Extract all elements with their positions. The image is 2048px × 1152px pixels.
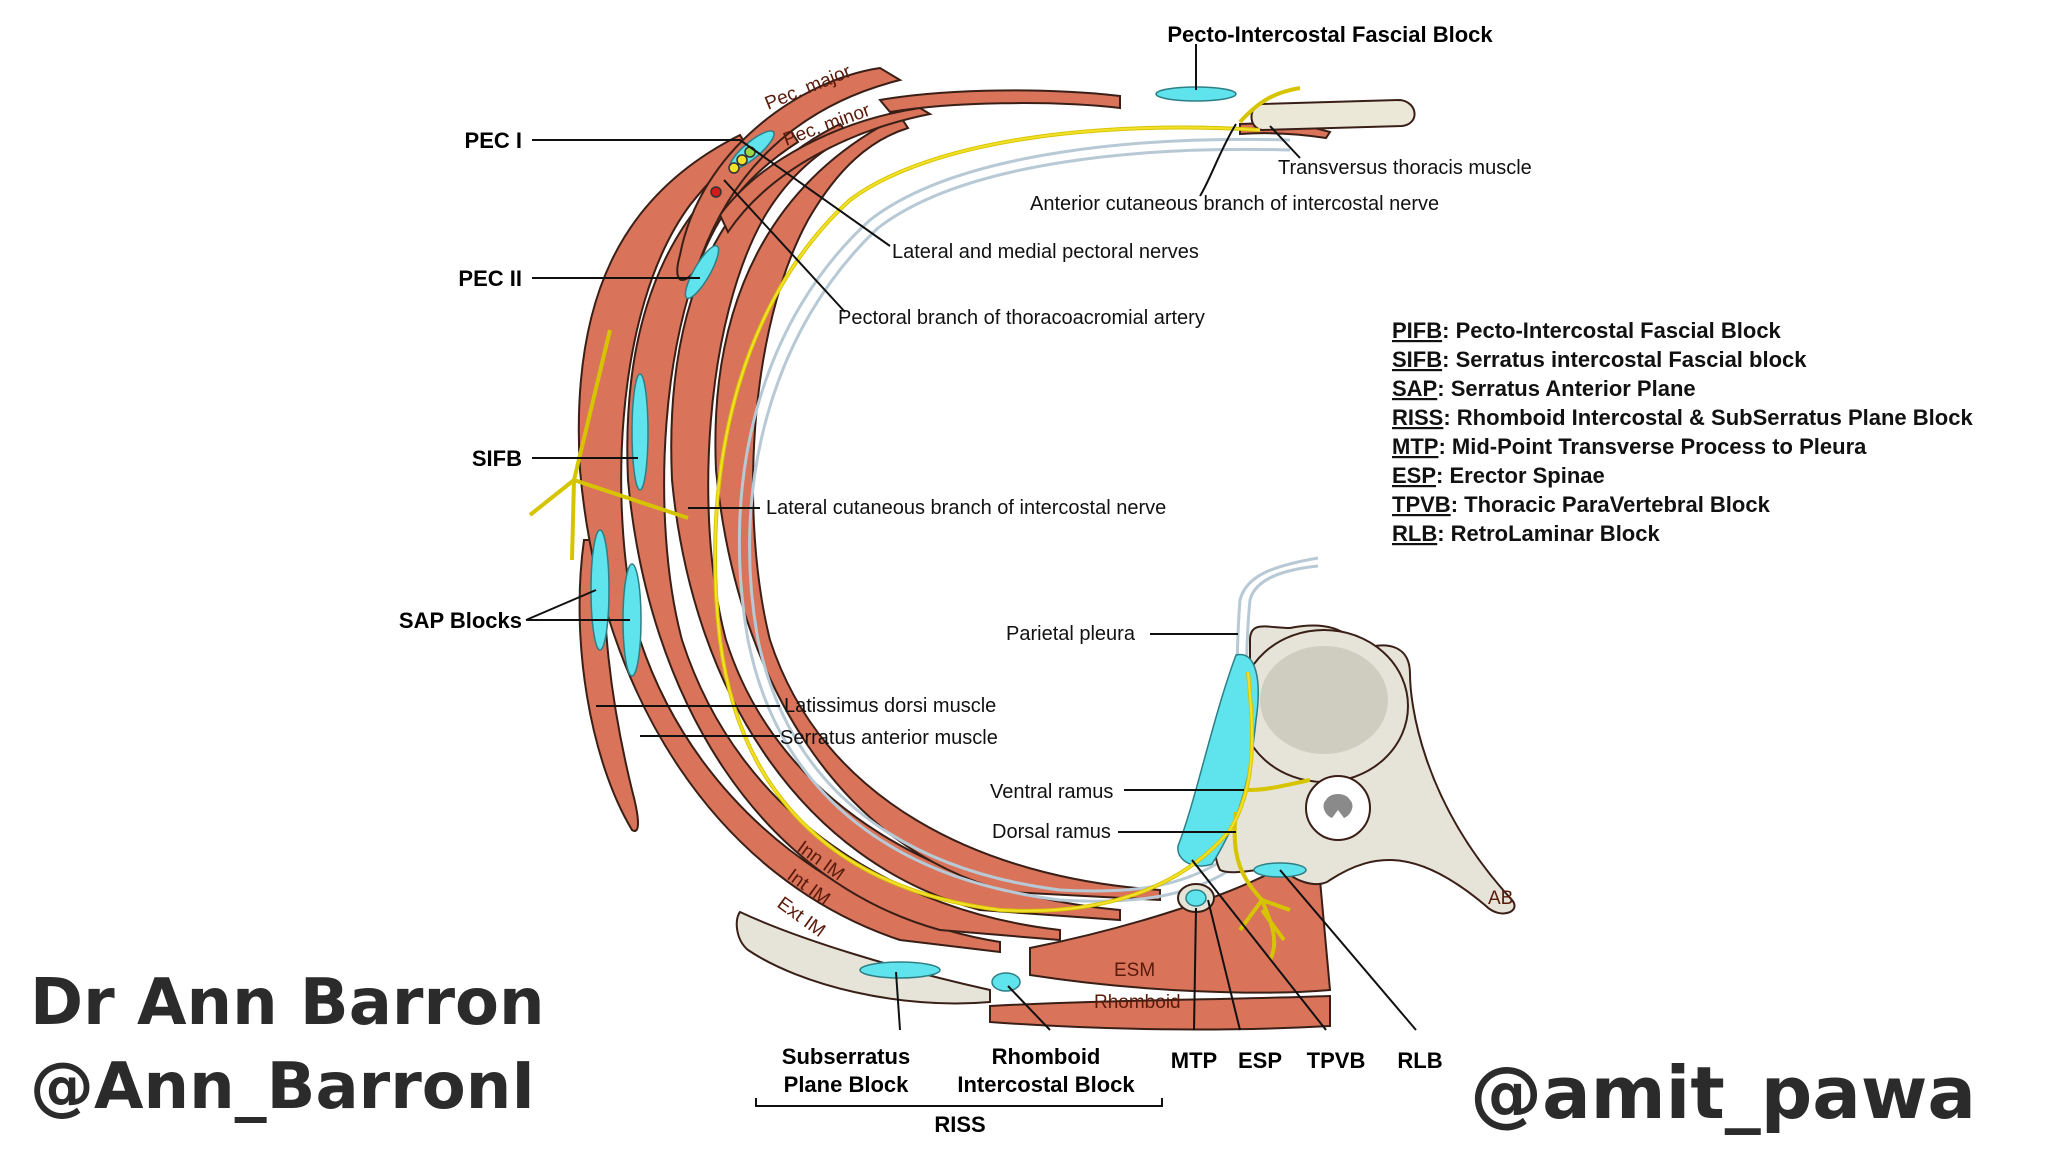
sifb-label: SIFB bbox=[472, 446, 522, 471]
legend-item: ESP: Erector Spinae bbox=[1392, 463, 1605, 488]
serratus-label: Serratus anterior muscle bbox=[780, 727, 998, 749]
riss-label: RISS bbox=[934, 1112, 985, 1137]
legend-item: MTP: Mid-Point Transverse Process to Ple… bbox=[1392, 434, 1867, 459]
nerve-glow bbox=[714, 126, 1261, 912]
tpvb-label: TPVB bbox=[1307, 1048, 1366, 1073]
amit-handle: @amit_pawa bbox=[1470, 1051, 1976, 1135]
legend-item: RISS: Rhomboid Intercostal & SubSerratus… bbox=[1392, 405, 1973, 430]
transversus-label: Transversus thoracis muscle bbox=[1278, 157, 1532, 179]
pectoral-nerve-dot bbox=[728, 162, 740, 174]
pec1-label: PEC I bbox=[465, 128, 522, 153]
legend-item: SAP: Serratus Anterior Plane bbox=[1392, 376, 1696, 401]
dorsal-ramus-label: Dorsal ramus bbox=[992, 821, 1111, 843]
dorsal-ramus bbox=[1232, 811, 1277, 961]
pectoral-nerve-branch bbox=[528, 478, 576, 517]
legend-item: TPVB: Thoracic ParaVertebral Block bbox=[1392, 492, 1771, 517]
esm-label: ESM bbox=[1114, 960, 1155, 981]
subserratus-area bbox=[859, 961, 941, 979]
anterior-cutaneous-label: Anterior cutaneous branch of intercostal… bbox=[1030, 193, 1439, 215]
mtp-label: MTP bbox=[1171, 1048, 1217, 1073]
sternal-intercostal-band bbox=[878, 89, 1121, 114]
leader-lines bbox=[525, 44, 1417, 1107]
author-handle: @Ann_BarronI bbox=[30, 1050, 535, 1124]
sifb-area bbox=[631, 373, 649, 491]
author-name: Dr Ann Barron bbox=[30, 966, 545, 1040]
legend-item: SIFB: Serratus intercostal Fascial block bbox=[1392, 347, 1807, 372]
subserratus-label-line2: Plane Block bbox=[784, 1072, 909, 1097]
mtp-area bbox=[1185, 889, 1207, 907]
parietal-pleura-label: Parietal pleura bbox=[1006, 623, 1136, 645]
pec2-area bbox=[684, 244, 720, 300]
artist-initials: AB bbox=[1488, 888, 1513, 909]
diagram-title: Pecto-Intercostal Fascial Block bbox=[1167, 22, 1493, 47]
vertebral-body-cancellous bbox=[1260, 646, 1388, 754]
pectoral-artery-label: Pectoral branch of thoracoacromial arter… bbox=[838, 307, 1205, 329]
pectoral-nerves-label: Lateral and medial pectoral nerves bbox=[892, 241, 1199, 263]
legend-item: PIFB: Pecto-Intercostal Fascial Block bbox=[1392, 318, 1782, 343]
scapula bbox=[735, 910, 991, 1005]
rhomboid-muscle bbox=[989, 994, 1331, 1031]
erector-spinae-muscle bbox=[1029, 866, 1332, 994]
thoracoacromial-artery-dot bbox=[710, 186, 722, 198]
rhomboid-label-line1: Rhomboid bbox=[992, 1044, 1101, 1069]
esp-label: ESP bbox=[1238, 1048, 1282, 1073]
ventral-ramus bbox=[1247, 778, 1311, 792]
spinal-cord-grey-matter bbox=[1323, 794, 1353, 818]
sap-blocks-label: SAP Blocks bbox=[399, 608, 522, 633]
sternum bbox=[1250, 98, 1416, 132]
chest-wall-muscles bbox=[577, 66, 1332, 1031]
lateral-cutaneous-label: Lateral cutaneous branch of intercostal … bbox=[766, 497, 1166, 519]
lateral-cutaneous-branch-posterior bbox=[570, 479, 576, 561]
legend-item: RLB: RetroLaminar Block bbox=[1392, 521, 1660, 546]
pec2-label: PEC II bbox=[458, 266, 522, 291]
latissimus-label: Latissimus dorsi muscle bbox=[784, 695, 996, 717]
vertebra bbox=[1177, 624, 1516, 915]
abbreviation-legend: PIFB: Pecto-Intercostal Fascial Block SI… bbox=[1392, 318, 1973, 546]
ventral-ramus-label: Ventral ramus bbox=[990, 781, 1113, 803]
pectoral-neurovascular-dots bbox=[710, 146, 756, 198]
paravertebral-area bbox=[1177, 653, 1259, 867]
pec-minor-muscle bbox=[718, 106, 933, 235]
rhomboid-label-line2: Intercostal Block bbox=[957, 1072, 1135, 1097]
rhomboid-intercostal-area bbox=[991, 972, 1021, 992]
subserratus-label-line1: Subserratus bbox=[782, 1044, 910, 1069]
anterior-cutaneous-branch bbox=[1238, 86, 1301, 124]
rhomboid-muscle-label: Rhomboid bbox=[1094, 992, 1181, 1013]
rlb-label: RLB bbox=[1397, 1048, 1442, 1073]
pectoral-nerve-dot bbox=[736, 154, 748, 166]
